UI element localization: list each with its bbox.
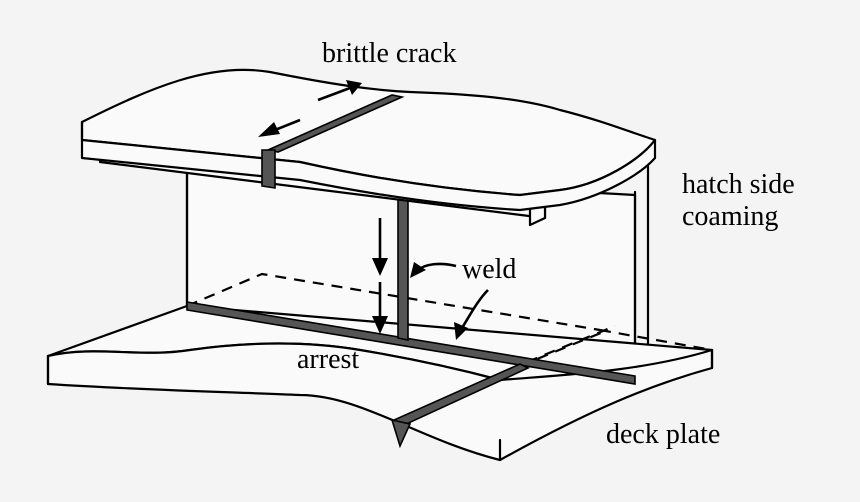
weld-label: weld xyxy=(462,254,516,285)
brittle-crack-label: brittle crack xyxy=(322,38,456,69)
arrest-arrows xyxy=(372,218,388,334)
coaming-flange xyxy=(80,68,657,227)
hatch-side-label: hatch side xyxy=(682,169,795,200)
brittle-crack-edge xyxy=(261,149,276,189)
vertical-weld xyxy=(397,189,409,341)
deck-coaming-weld xyxy=(186,301,636,385)
crack-direction-arrow xyxy=(258,80,362,137)
arrest-label: arrest xyxy=(297,344,359,375)
deck-plate xyxy=(46,304,714,462)
weld-groove xyxy=(390,418,412,449)
weld-pointer-arrows xyxy=(410,262,489,340)
deck-plate-label: deck plate xyxy=(606,419,720,450)
coaming-label: coaming xyxy=(682,201,778,232)
